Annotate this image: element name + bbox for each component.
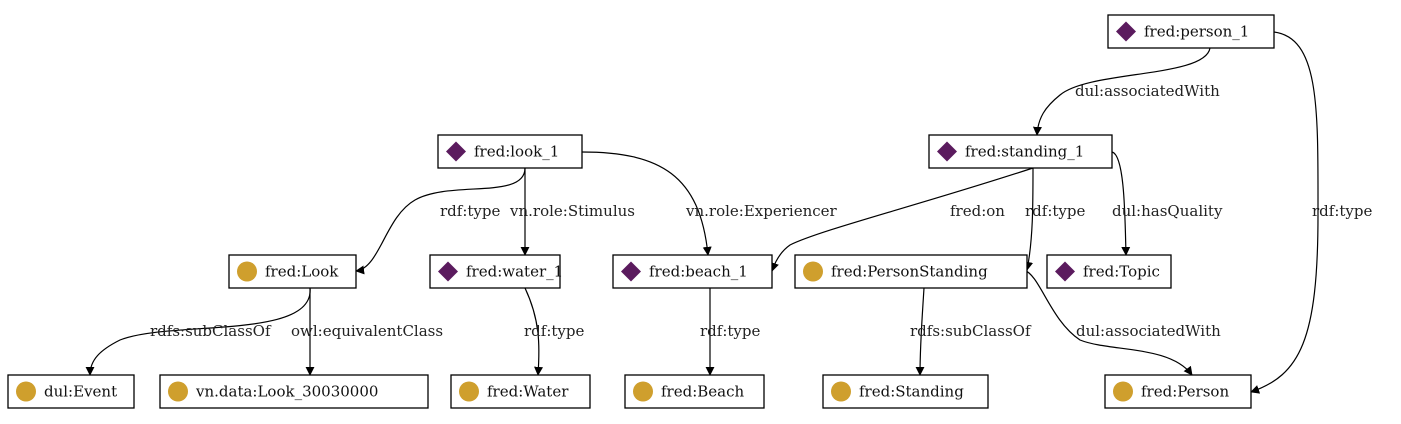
edge-label: rdfs:subClassOf: [910, 322, 1032, 340]
individual-diamond-icon: [1055, 261, 1075, 282]
edge-line: [1111, 151, 1131, 256]
node-box: [794, 254, 1028, 289]
class-circle-icon: [16, 381, 36, 402]
node-Topic[interactable]: fred:Topic: [1046, 254, 1172, 289]
individual-diamond-icon: [446, 141, 466, 162]
edge-look_1-to-beach_1: vn.role:Experiencer: [581, 151, 838, 256]
edge-label: owl:equivalentClass: [291, 322, 443, 340]
individual-diamond-icon: [1116, 21, 1136, 42]
edge-line: [355, 167, 526, 275]
class-circle-icon: [237, 261, 257, 282]
edge-label: rdf:type: [1312, 202, 1372, 220]
node-label: fred:water_1: [466, 263, 563, 281]
node-label: fred:look_1: [474, 143, 559, 161]
node-Beach[interactable]: fred:Beach: [624, 374, 765, 409]
edge-label: vn.role:Stimulus: [509, 202, 635, 220]
edge-line: [1250, 31, 1319, 394]
edge-label: rdf:type: [524, 322, 584, 340]
node-Look_30030000[interactable]: vn.data:Look_30030000: [159, 374, 429, 409]
edge-line: [1032, 47, 1211, 136]
edge-line: [524, 287, 544, 376]
class-circle-icon: [831, 381, 851, 402]
node-Look[interactable]: fred:Look: [228, 254, 357, 289]
edge-person_1-to-Person: rdf:type: [1250, 31, 1372, 394]
edge-standing_1-to-PersonStanding: rdf:type: [1024, 167, 1085, 271]
node-beach_1[interactable]: fred:beach_1: [612, 254, 773, 289]
node-Person[interactable]: fred:Person: [1104, 374, 1252, 409]
node-label: fred:person_1: [1144, 23, 1249, 41]
edge-line: [581, 151, 712, 256]
node-label: fred:PersonStanding: [831, 263, 988, 281]
nodes-layer: fred:person_1 fred:standing_1 fred:look_1f…: [7, 14, 1275, 409]
edge-look_1-to-water_1: vn.role:Stimulus: [509, 168, 635, 256]
node-label: vn.data:Look_30030000: [195, 383, 378, 401]
class-circle-icon: [633, 381, 653, 402]
class-circle-icon: [459, 381, 479, 402]
edge-water_1-to-Water: rdf:type: [524, 287, 584, 376]
node-person_1[interactable]: fred:person_1: [1107, 14, 1275, 49]
class-circle-icon: [803, 261, 823, 282]
edge-label: dul:associatedWith: [1076, 322, 1221, 340]
edges-layer: dul:associatedWith rdf:type rdf:type vn.rol…: [85, 31, 1372, 394]
edge-Look-to-Look_30030000: owl:equivalentClass: [291, 288, 443, 376]
node-Water[interactable]: fred:Water: [450, 374, 591, 409]
class-circle-icon: [1113, 381, 1133, 402]
edge-label: rdf:type: [440, 202, 500, 220]
edge-standing_1-to-beach_1: fred:on: [770, 167, 1034, 272]
node-label: fred:Water: [487, 383, 569, 401]
edge-label: dul:associatedWith: [1075, 82, 1220, 100]
edge-label: rdfs:subClassOf: [150, 322, 272, 340]
node-Event[interactable]: dul:Event: [7, 374, 135, 409]
edge-label: vn.role:Experiencer: [685, 202, 838, 220]
node-look_1[interactable]: fred:look_1: [437, 134, 583, 169]
node-box: [159, 374, 429, 409]
edge-line: [915, 287, 925, 376]
node-PersonStanding[interactable]: fred:PersonStanding: [794, 254, 1028, 289]
node-label: fred:beach_1: [649, 263, 748, 281]
node-label: dul:Event: [44, 383, 117, 401]
edge-standing_1-to-Topic: dul:hasQuality: [1111, 151, 1223, 256]
node-standing_1[interactable]: fred:standing_1: [928, 134, 1113, 169]
class-circle-icon: [168, 381, 188, 402]
edge-beach_1-to-Beach: rdf:type: [700, 288, 760, 376]
edge-person_1-to-standing_1: dul:associatedWith: [1032, 47, 1220, 136]
node-label: fred:Person: [1141, 383, 1229, 401]
edge-look_1-to-Look: rdf:type: [355, 167, 526, 275]
node-label: fred:Look: [265, 263, 339, 281]
edge-label: fred:on: [950, 202, 1005, 220]
edge-line: [85, 287, 311, 376]
node-box: [928, 134, 1113, 169]
node-water_1[interactable]: fred:water_1: [429, 254, 563, 289]
edge-PersonStanding-to-Standing: rdfs:subClassOf: [910, 287, 1032, 376]
node-label: fred:Standing: [859, 383, 964, 401]
node-label: fred:Beach: [661, 383, 744, 401]
edge-label: dul:hasQuality: [1112, 202, 1223, 220]
node-label: fred:Topic: [1083, 263, 1160, 281]
edge-line: [1023, 269, 1193, 376]
individual-diamond-icon: [621, 261, 641, 282]
edge-Look-to-Event: rdfs:subClassOf: [85, 287, 311, 376]
edge-line: [1024, 167, 1034, 271]
individual-diamond-icon: [937, 141, 957, 162]
individual-diamond-icon: [438, 261, 458, 282]
edge-line: [770, 167, 1034, 272]
node-Standing[interactable]: fred:Standing: [822, 374, 989, 409]
edge-PersonStanding-to-Person: dul:associatedWith: [1023, 269, 1221, 376]
node-label: fred:standing_1: [965, 143, 1084, 161]
edge-label: rdf:type: [1025, 202, 1085, 220]
edge-label: rdf:type: [700, 322, 760, 340]
